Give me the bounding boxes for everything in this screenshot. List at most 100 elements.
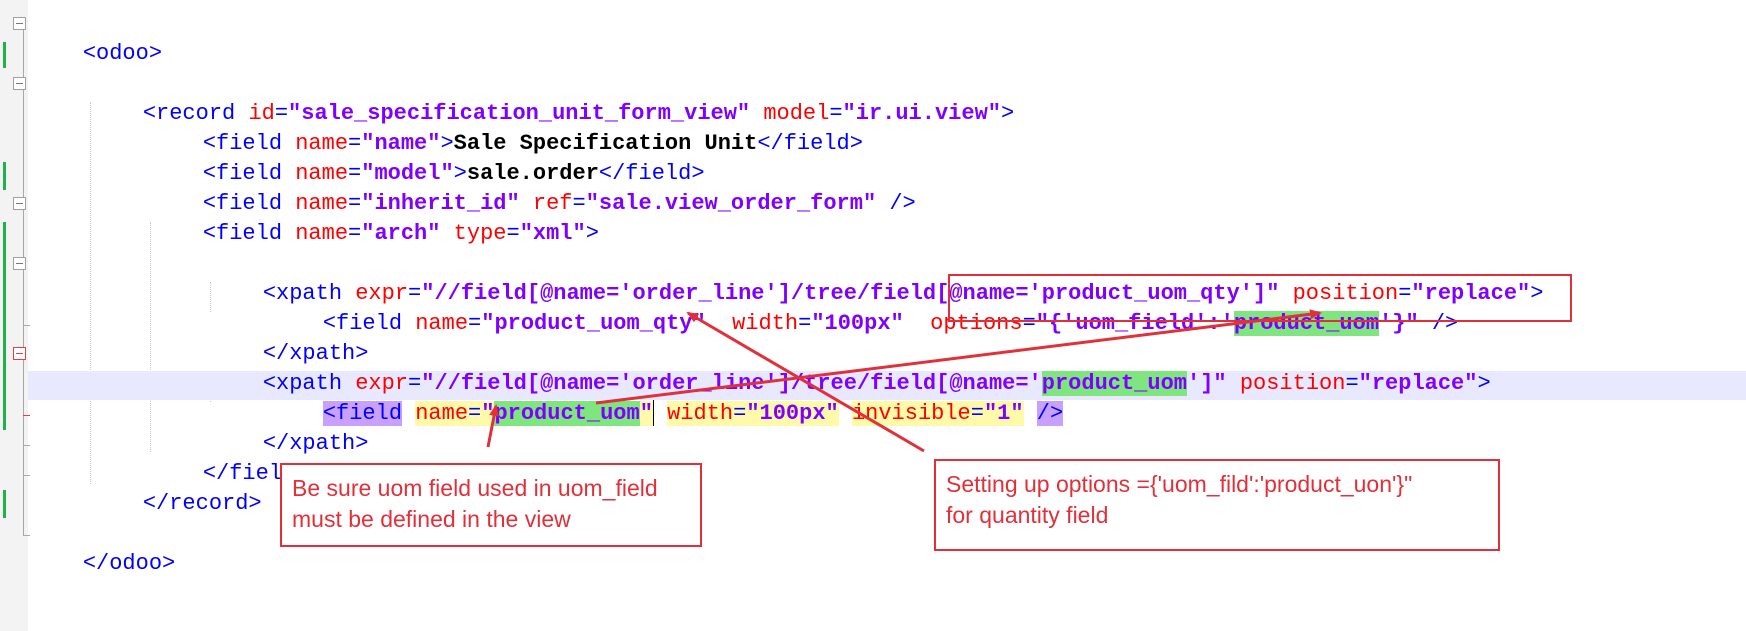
- xml-attribute: expr: [355, 281, 409, 306]
- xml-value: "inherit_id": [361, 191, 520, 216]
- xml-text: Sale Specification Unit: [453, 131, 758, 156]
- xml-value: "sale.view_order_form": [585, 191, 877, 216]
- code-line-7: <field name="arch" type="xml">: [150, 189, 599, 246]
- xml-attribute: name: [415, 311, 469, 336]
- code-line-16: </record>: [90, 459, 262, 516]
- xml-value: "sale_specification_unit_form_view": [288, 101, 751, 126]
- xml-tag: >: [440, 131, 454, 156]
- annotation-line: Setting up options ={'uom_fild':'product…: [946, 471, 1413, 497]
- xml-attribute: name: [295, 221, 349, 246]
- xml-equals: =: [408, 281, 422, 306]
- xml-value: "1": [983, 401, 1024, 426]
- fold-end-marker: [23, 415, 30, 416]
- change-marker: [3, 222, 6, 430]
- fold-toggle-icon[interactable]: [13, 257, 26, 270]
- xml-tag: >: [585, 221, 599, 246]
- xml-value: "replace": [1358, 371, 1478, 396]
- xml-attribute: position: [1239, 371, 1346, 396]
- code-line-12: <xpath expr="//field[@name='order_line']…: [210, 339, 1491, 396]
- xml-equals: =: [1398, 281, 1412, 306]
- xml-tag: </odoo>: [82, 551, 176, 576]
- annotation-line: must be defined in the view: [292, 506, 571, 532]
- xml-equals: =: [970, 401, 984, 426]
- xml-value: "product_uom_qty": [481, 311, 706, 336]
- xml-tag: <odoo>: [82, 41, 163, 66]
- xml-attribute: ref: [532, 191, 573, 216]
- xml-attribute: width: [667, 401, 734, 426]
- fold-toggle-icon[interactable]: [13, 347, 26, 360]
- xml-equals: =: [1345, 371, 1359, 396]
- xml-tag: <field: [202, 131, 283, 156]
- xml-equals: =: [733, 401, 747, 426]
- code-line-1: <odoo>: [30, 9, 162, 66]
- xml-tag: <xpath: [262, 281, 343, 306]
- xml-attribute: name: [415, 401, 469, 426]
- xml-attribute: expr: [355, 371, 409, 396]
- xml-tag: </field>: [598, 161, 705, 186]
- xml-equals: =: [348, 161, 362, 186]
- xml-attribute: id: [248, 101, 275, 126]
- xml-tag: <field: [202, 191, 283, 216]
- xml-tag: >: [1530, 281, 1544, 306]
- fold-toggle-icon[interactable]: [13, 77, 26, 90]
- xml-value: ']": [1187, 371, 1227, 396]
- matched-tag-highlight: <field: [322, 401, 403, 426]
- xml-attribute: invisible: [851, 401, 971, 426]
- xml-attribute: type: [453, 221, 507, 246]
- xml-attribute: name: [295, 191, 349, 216]
- xml-attribute: width: [732, 311, 799, 336]
- change-marker: [3, 490, 6, 518]
- options-highlight-frame: [948, 274, 1572, 322]
- xml-text: sale.order: [466, 161, 599, 186]
- xml-value: "arch": [361, 221, 441, 246]
- xml-equals: =: [348, 191, 362, 216]
- xml-value: ": [639, 401, 653, 426]
- code-line-14: </xpath>: [210, 399, 369, 456]
- xml-tag: </record>: [142, 491, 262, 516]
- xml-attribute: model: [763, 101, 830, 126]
- xml-attribute: name: [295, 131, 349, 156]
- code-line-4: <field name="name">Sale Specification Un…: [150, 99, 863, 156]
- xml-tag: <record: [142, 101, 236, 126]
- code-line-6: <field name="inherit_id" ref="sale.view_…: [150, 159, 916, 216]
- annotation-line: for quantity field: [946, 502, 1109, 528]
- xml-value: '}": [1379, 311, 1419, 336]
- text-caret: [652, 400, 654, 427]
- xml-value: "model": [361, 161, 454, 186]
- fold-toggle-icon[interactable]: [13, 17, 26, 30]
- xml-equals: =: [274, 101, 289, 126]
- xml-value: "xml": [519, 221, 586, 246]
- indent-guide: [210, 282, 211, 312]
- selected-word-highlight: product_uom: [494, 401, 640, 426]
- xml-tag: />: [1431, 311, 1459, 336]
- xml-equals: =: [468, 401, 482, 426]
- xml-equals: =: [798, 311, 812, 336]
- code-line-3: <record id="sale_specification_unit_form…: [90, 69, 1014, 126]
- fold-toggle-icon[interactable]: [13, 197, 26, 210]
- annotation-note-options: Setting up options ={'uom_fild':'product…: [934, 459, 1500, 551]
- code-line-18: </odoo>: [30, 519, 175, 576]
- code-line-11: </xpath>: [210, 309, 369, 366]
- xml-attribute: position: [1292, 281, 1399, 306]
- xml-attribute: name: [295, 161, 349, 186]
- xml-tag: >: [1000, 101, 1015, 126]
- fold-end-marker: [23, 325, 30, 326]
- xml-tag: >: [1477, 371, 1491, 396]
- change-marker: [3, 42, 6, 68]
- xml-tag: </xpath>: [262, 431, 369, 456]
- xml-value: "100px": [811, 311, 904, 336]
- xml-value: "ir.ui.view": [842, 101, 1001, 126]
- code-line-13: <field name="product_uom" width="100px" …: [270, 369, 1064, 427]
- matched-word-highlight: product_uom: [1041, 371, 1187, 396]
- code-line-5: <field name="model">sale.order</field>: [150, 129, 705, 186]
- fold-end-marker: [23, 475, 30, 476]
- annotation-line: Be sure uom field used in uom_field: [292, 475, 658, 501]
- xml-value: "replace": [1411, 281, 1531, 306]
- xml-tag: <field: [322, 311, 403, 336]
- xml-equals: =: [572, 191, 586, 216]
- xml-tag: <field: [202, 161, 283, 186]
- code-line-15: </field>: [150, 429, 309, 486]
- xml-tag: >: [453, 161, 467, 186]
- xml-equals: =: [468, 311, 482, 336]
